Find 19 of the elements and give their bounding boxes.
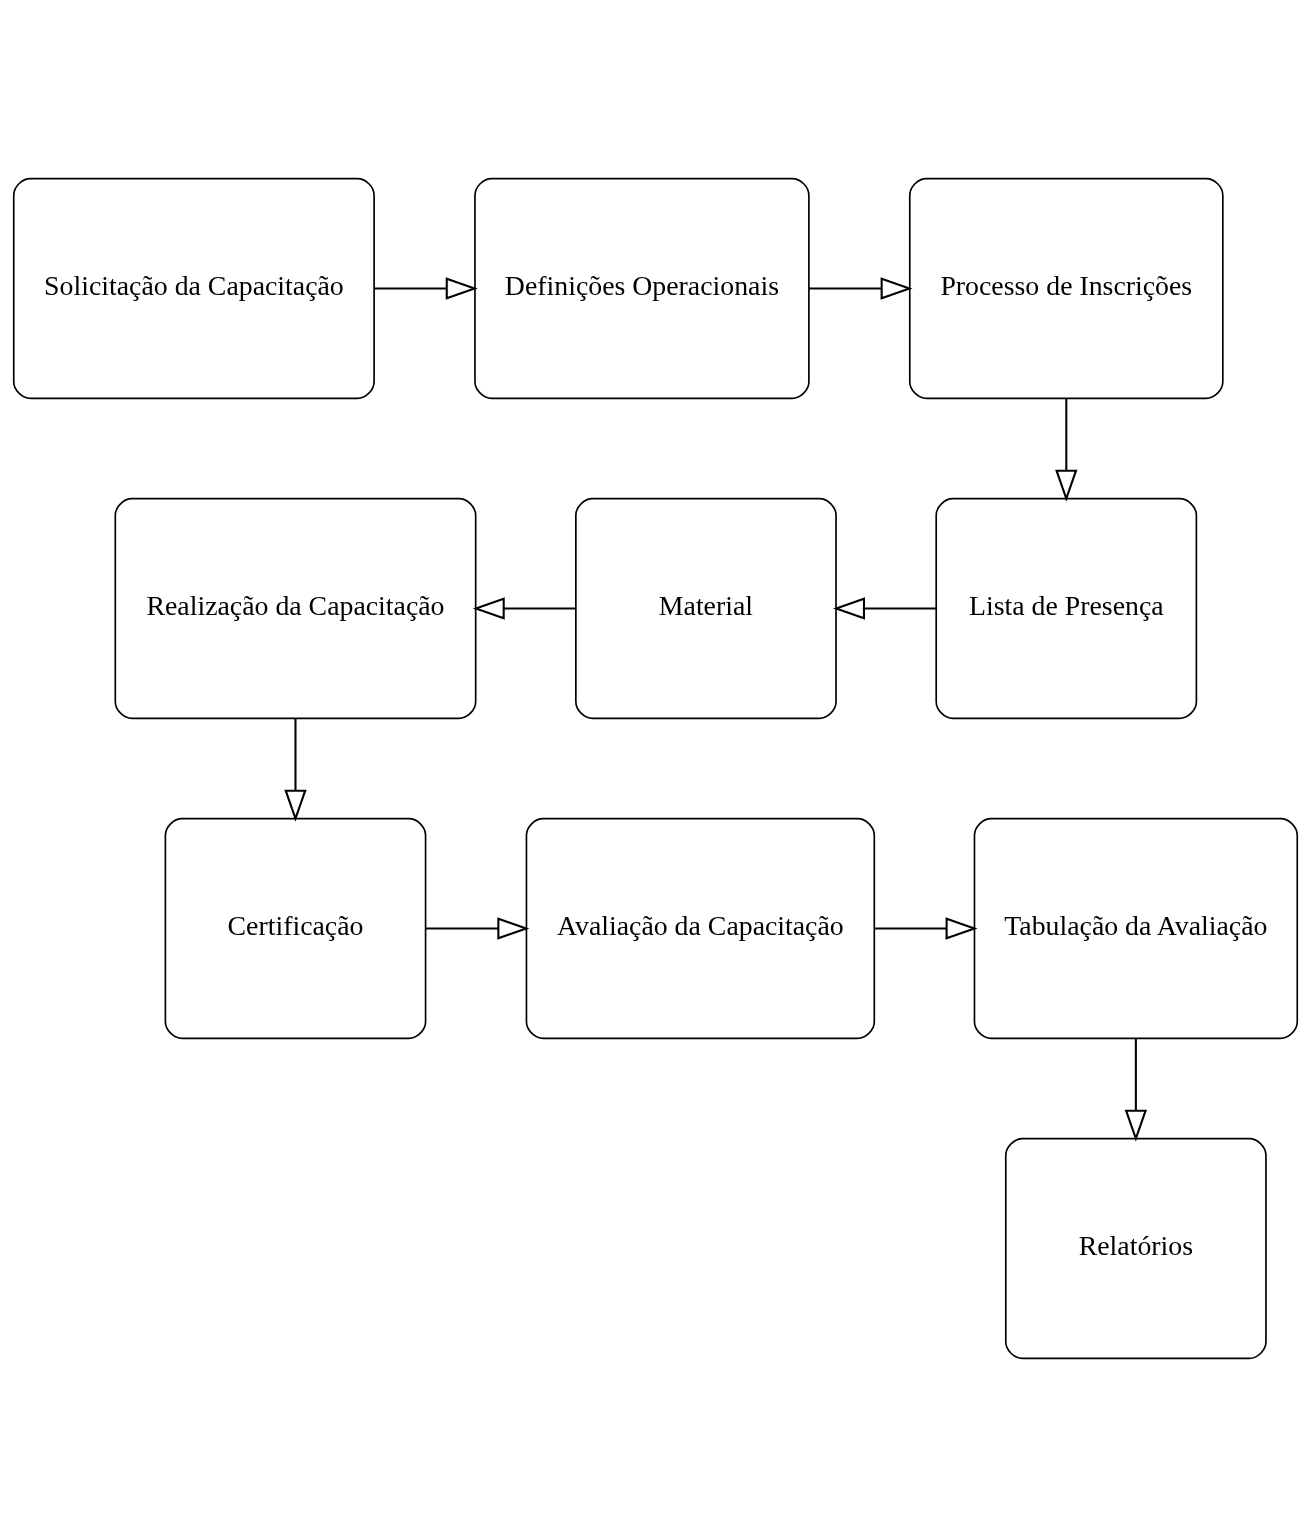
arrow [832, 597, 936, 620]
node-box: Tabulação da Avaliação [973, 817, 1299, 1040]
arrow [874, 917, 978, 940]
arrow [472, 597, 576, 620]
arrow [374, 277, 478, 300]
node-box: Realização da Capacitação [114, 497, 477, 720]
node-box: Material [575, 497, 837, 720]
node-box: Processo de Inscrições [908, 177, 1224, 400]
node-box: Avaliação da Capacitação [525, 817, 876, 1040]
node-box: Definições Operacionais [474, 177, 810, 400]
arrow [1124, 1038, 1148, 1142]
node-box: Lista de Presença [935, 497, 1198, 720]
arrow [1055, 398, 1078, 502]
arrow [284, 718, 307, 822]
node-box: Solicitação da Capacitação [12, 177, 375, 400]
arrow [425, 917, 530, 940]
node-box: Certificação [164, 817, 427, 1040]
node-box: Relatórios [1004, 1137, 1267, 1360]
arrow [808, 277, 913, 300]
